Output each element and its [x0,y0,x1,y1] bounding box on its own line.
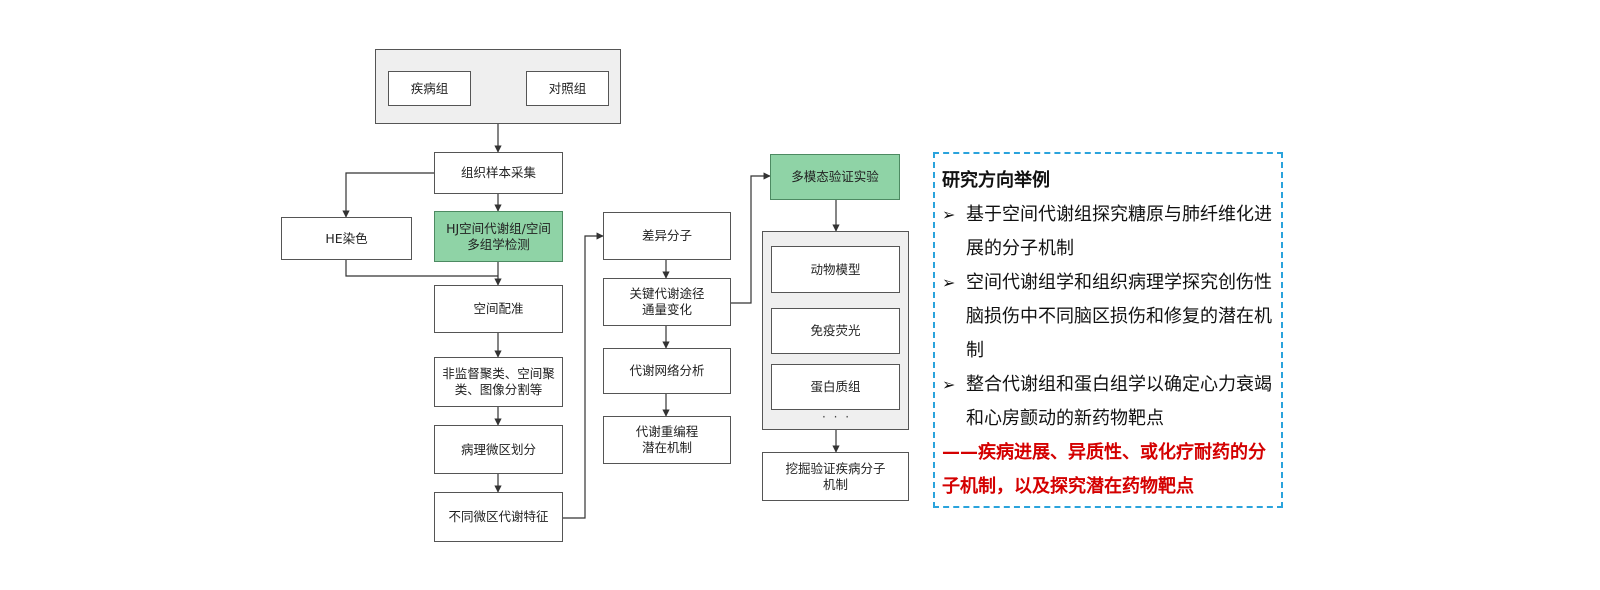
disease-group-label: 疾病组 [410,80,449,96]
line-he-merge [345,260,498,277]
microregion-label: 病理微区划分 [460,441,536,457]
hj-detection-label: HJ空间代谢组/空间 多组学检测 [446,220,551,252]
immunofluorescence-box: 免疫荧光 [771,308,900,354]
arrow-bullet-icon: ➢ [942,205,956,224]
research-item: ➢ 基于空间代谢组探究糖原与肺纤维化进展的分子机制 [942,198,1273,266]
key-pathways-label: 关键代谢途径 通量变化 [629,286,705,317]
arrow-pathways-to-validation [731,172,771,304]
diff-molecules-label: 差异分子 [641,228,692,243]
arrow-sampling-to-he [342,172,434,218]
registration-box: 空间配准 [434,285,563,333]
network-analysis-box: 代谢网络分析 [603,348,731,394]
arrow-features-to-diff [563,232,604,519]
diff-molecules-box: 差异分子 [603,212,731,260]
network-analysis-label: 代谢网络分析 [629,363,705,378]
mining-label: 挖掘验证疾病分子 机制 [785,460,886,492]
control-group-box: 对照组 [526,71,609,106]
mining-box: 挖掘验证疾病分子 机制 [762,452,909,501]
he-stain-label: HE染色 [325,230,368,246]
immunofluorescence-label: 免疫荧光 [810,323,861,338]
research-directions-panel: 研究方向举例 ➢ 基于空间代谢组探究糖原与肺纤维化进展的分子机制 ➢ 空间代谢组… [933,152,1283,508]
more-ellipsis: · · · [822,410,852,424]
hj-detection-box: HJ空间代谢组/空间 多组学检测 [434,211,563,262]
key-pathways-box: 关键代谢途径 通量变化 [603,278,731,326]
reprogramming-box: 代谢重编程 潜在机制 [603,416,731,464]
research-item: ➢ 空间代谢组学和组织病理学探究创伤性脑损伤中不同脑区损伤和修复的潜在机制 [942,266,1273,368]
he-stain-box: HE染色 [281,217,412,260]
disease-group-box: 疾病组 [388,71,471,106]
microregion-box: 病理微区划分 [434,425,563,474]
research-item-text: 基于空间代谢组探究糖原与肺纤维化进展的分子机制 [966,204,1272,259]
research-item: ➢ 整合代谢组和蛋白组学以确定心力衰竭和心房颤动的新药物靶点 [942,368,1273,436]
research-panel-title: 研究方向举例 [942,170,1050,191]
sampling-label: 组织样本采集 [460,165,536,180]
proteomics-box: 蛋白质组 [771,364,900,410]
validation-label: 多模态验证实验 [791,169,879,184]
features-box: 不同微区代谢特征 [434,492,563,542]
clustering-box: 非监督聚类、空间聚 类、图像分割等 [434,357,563,407]
research-item-text: 空间代谢组学和组织病理学探究创伤性脑损伤中不同脑区损伤和修复的潜在机制 [966,272,1272,361]
validation-box: 多模态验证实验 [770,154,900,200]
features-label: 不同微区代谢特征 [448,509,549,524]
research-item-text: 整合代谢组和蛋白组学以确定心力衰竭和心房颤动的新药物靶点 [966,374,1272,429]
arrow-bullet-icon: ➢ [942,273,956,292]
clustering-label: 非监督聚类、空间聚 类、图像分割等 [442,366,555,397]
reprogramming-label: 代谢重编程 潜在机制 [635,424,699,455]
animal-model-label: 动物模型 [810,261,861,277]
registration-label: 空间配准 [473,301,524,316]
animal-model-box: 动物模型 [771,246,900,293]
proteomics-label: 蛋白质组 [810,379,861,394]
research-conclusion: ——疾病进展、异质性、或化疗耐药的分子机制，以及探究潜在药物靶点 [942,442,1266,497]
sampling-box: 组织样本采集 [434,152,563,194]
control-group-label: 对照组 [548,80,587,96]
arrow-bullet-icon: ➢ [942,375,956,394]
